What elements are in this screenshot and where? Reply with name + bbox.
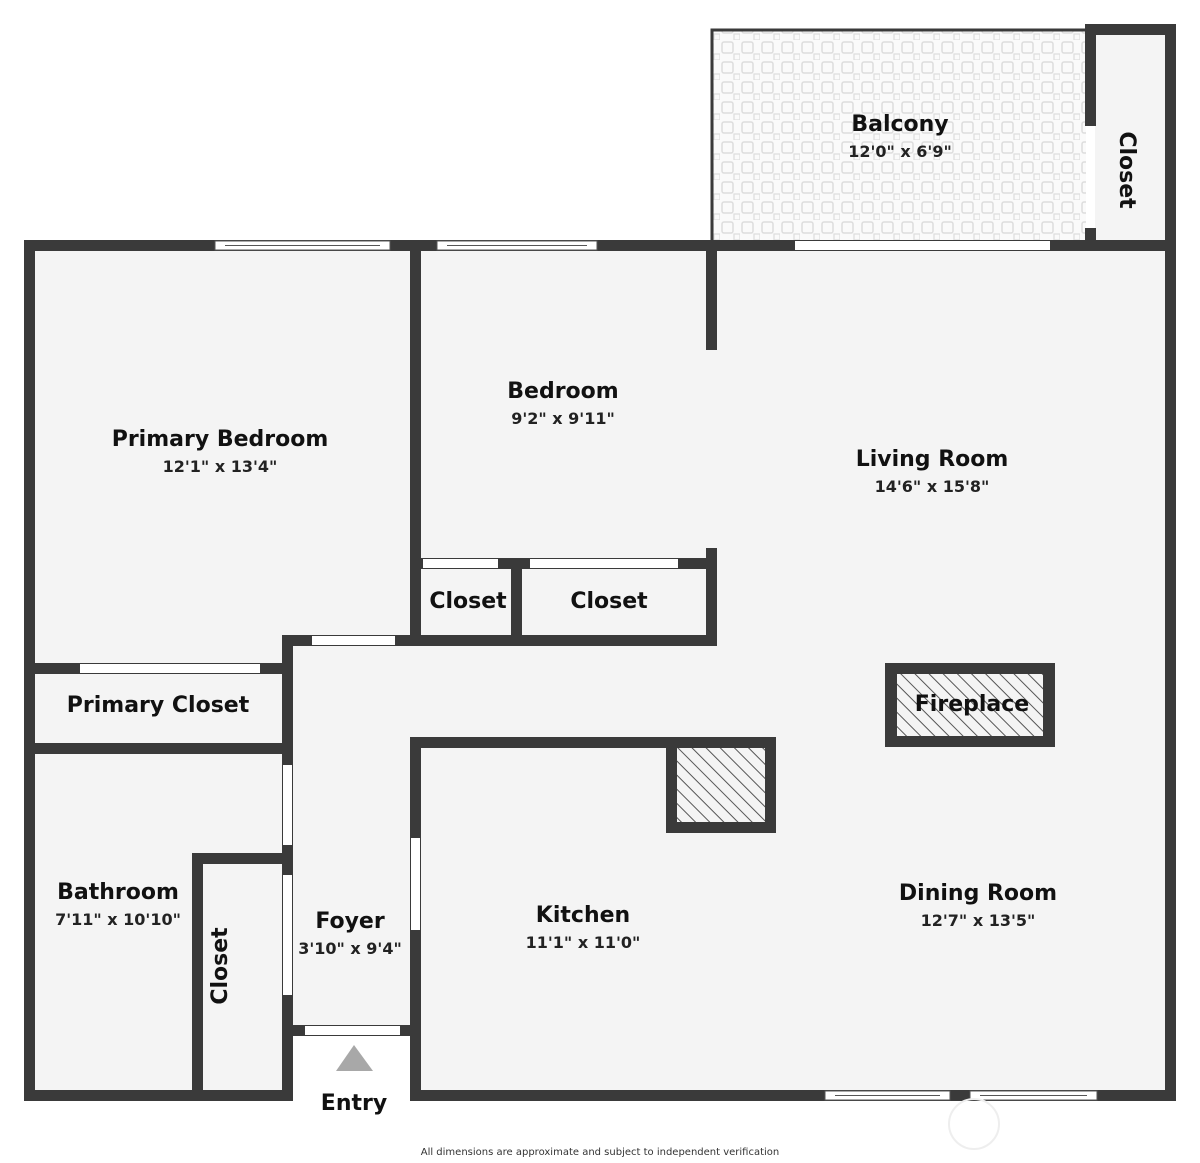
bath-closet-label: Closet bbox=[208, 927, 233, 1005]
bedroom-dimensions: 9'2" x 9'11" bbox=[511, 409, 615, 428]
entry-label: Entry bbox=[321, 1091, 387, 1116]
closet-a-label: Closet bbox=[429, 589, 507, 614]
living-room-dimensions: 14'6" x 15'8" bbox=[875, 477, 990, 496]
balcony-closet-label: Closet bbox=[1114, 131, 1139, 209]
primary-bedroom-dimensions: 12'1" x 13'4" bbox=[163, 457, 278, 476]
foyer-dimensions: 3'10" x 9'4" bbox=[298, 939, 402, 958]
entry-arrow-icon bbox=[336, 1045, 373, 1071]
primary-closet-label: Primary Closet bbox=[67, 693, 250, 718]
door-swing-mark bbox=[948, 1098, 1000, 1150]
closet-b-label: Closet bbox=[570, 589, 648, 614]
foyer-label: Foyer bbox=[315, 909, 385, 934]
balcony-dimensions: 12'0" x 6'9" bbox=[848, 142, 952, 161]
kitchen-dimensions: 11'1" x 11'0" bbox=[526, 933, 641, 952]
fireplace-label: Fireplace bbox=[915, 692, 1029, 717]
balcony-closet-floor bbox=[1090, 28, 1170, 243]
primary-bedroom-label: Primary Bedroom bbox=[112, 427, 329, 452]
kitchen-label: Kitchen bbox=[536, 903, 630, 928]
bathroom-dimensions: 7'11" x 10'10" bbox=[55, 910, 181, 929]
fireplace-hearth bbox=[897, 674, 1043, 736]
bedroom-label: Bedroom bbox=[507, 379, 618, 404]
balcony-label: Balcony bbox=[851, 112, 948, 137]
openings bbox=[80, 126, 1098, 1101]
disclaimer-note: All dimensions are approximate and subje… bbox=[421, 1147, 780, 1158]
living-room-label: Living Room bbox=[856, 447, 1009, 472]
chimney-chase bbox=[677, 748, 765, 822]
bathroom-label: Bathroom bbox=[57, 880, 179, 905]
dining-room-dimensions: 12'7" x 13'5" bbox=[921, 911, 1036, 930]
dining-room-label: Dining Room bbox=[899, 881, 1057, 906]
